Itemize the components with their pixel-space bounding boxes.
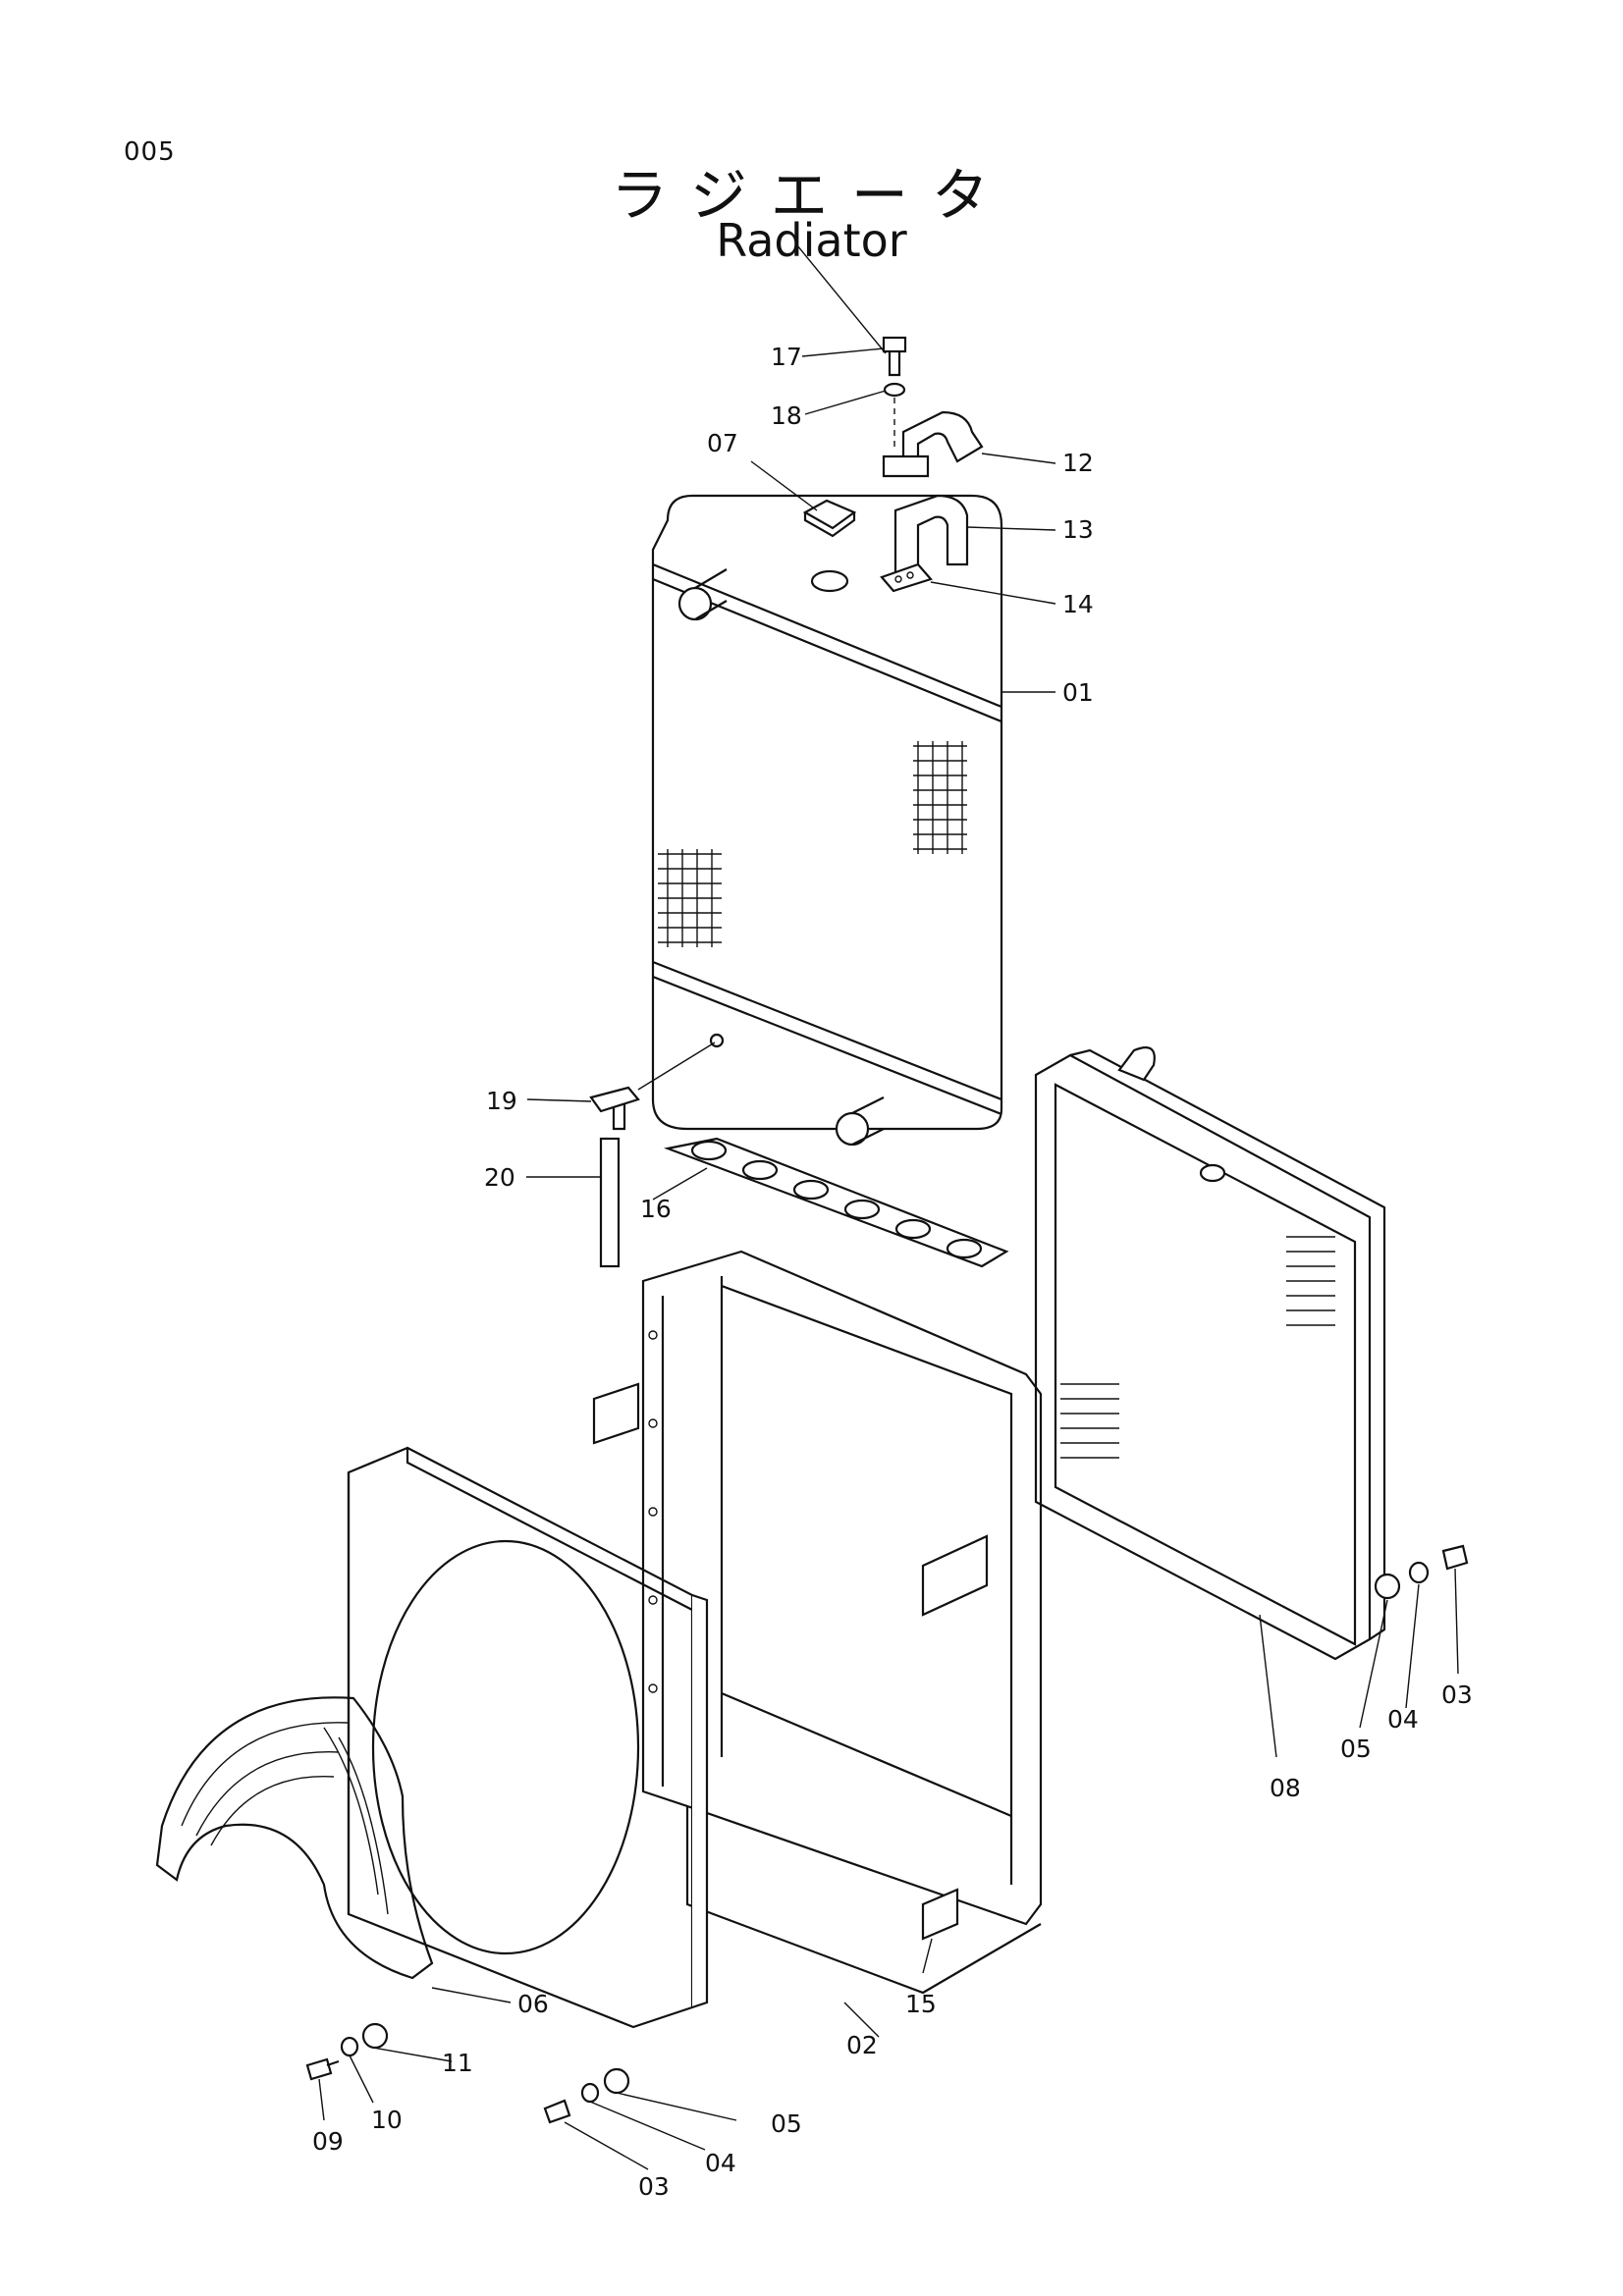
title-english: Radiator — [716, 214, 907, 267]
part-06-fan-shroud — [347, 1446, 709, 2029]
part-03-bolt-right — [1441, 1544, 1469, 1571]
title-japanese: ラジエータ — [611, 162, 1012, 229]
part-09-bolt — [305, 2057, 340, 2081]
callout-13: 13 — [1062, 515, 1094, 544]
callout-05-right: 05 — [1340, 1735, 1372, 1763]
leader-lines — [318, 244, 1459, 2170]
part-20-drain-hose — [599, 1137, 621, 1268]
callout-03-lower: 03 — [638, 2172, 670, 2201]
callout-14: 14 — [1062, 590, 1094, 618]
part-fan-guard — [155, 1696, 434, 1980]
callout-08: 08 — [1270, 1774, 1301, 1802]
part-08-oil-cooler — [1034, 1046, 1386, 1661]
callout-04-right: 04 — [1387, 1705, 1419, 1734]
part-02-frame — [592, 1250, 1043, 1995]
part-16-seal-plate — [664, 1137, 1009, 1268]
callout-15: 15 — [905, 1990, 937, 2018]
callout-17: 17 — [771, 343, 802, 371]
part-15-support — [921, 1888, 959, 1941]
callout-16: 16 — [640, 1195, 672, 1223]
part-10-washer — [340, 2036, 359, 2057]
callout-20: 20 — [484, 1163, 515, 1192]
callout-02: 02 — [846, 2031, 878, 2059]
part-18-washer — [883, 382, 906, 447]
part-19-drain-cock — [589, 1041, 716, 1131]
callout-03-right: 03 — [1441, 1681, 1473, 1709]
part-05-washer-right — [1374, 1573, 1401, 1600]
callout-07: 07 — [707, 429, 738, 457]
part-01-radiator-core — [651, 494, 1003, 1147]
callout-12: 12 — [1062, 449, 1094, 477]
page-number: 005 — [124, 137, 176, 167]
part-14-plate — [880, 562, 933, 593]
callout-06: 06 — [517, 1990, 549, 2018]
callout-11: 11 — [442, 2049, 473, 2077]
callout-09: 09 — [312, 2127, 344, 2156]
callout-18: 18 — [771, 401, 802, 430]
callout-10: 10 — [371, 2106, 403, 2134]
part-11-washer — [361, 2022, 389, 2050]
part-03-bolt-lower — [543, 2099, 571, 2124]
callout-19: 19 — [486, 1087, 517, 1115]
part-05-washer-lower — [603, 2067, 630, 2095]
part-04-washer-right — [1408, 1561, 1430, 1584]
callout-01: 01 — [1062, 678, 1094, 707]
callout-05-lower: 05 — [771, 2109, 802, 2138]
part-07-radiator-cap — [802, 499, 857, 538]
part-17-bolt — [882, 336, 907, 377]
part-12-bracket — [882, 410, 984, 478]
callout-04-lower: 04 — [705, 2149, 736, 2177]
part-04-washer-lower — [580, 2082, 600, 2104]
callout-labels: 17 18 07 12 13 14 01 19 20 16 03 04 05 0… — [312, 343, 1473, 2201]
